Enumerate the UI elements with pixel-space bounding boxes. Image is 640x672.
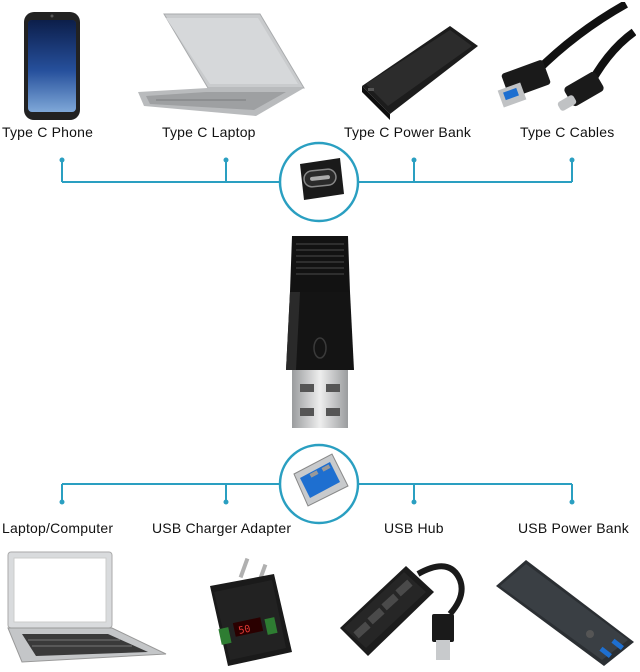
label-usb-power-bank: USB Power Bank: [518, 520, 629, 536]
label-type-c-phone: Type C Phone: [2, 124, 94, 140]
usb-c-cable-icon: [496, 2, 636, 118]
usb-c-to-usb-a-adapter: [270, 232, 370, 432]
usb-charger-icon: 50: [196, 556, 296, 668]
label-laptop-computer: Laptop/Computer: [2, 520, 114, 536]
label-usb-hub: USB Hub: [384, 520, 444, 536]
label-type-c-power-bank: Type C Power Bank: [344, 124, 472, 140]
usb-power-bank-icon: [492, 556, 638, 668]
label-type-c-laptop: Type C Laptop: [162, 124, 256, 140]
phone-icon: [22, 10, 82, 122]
laptop-computer-icon: [2, 548, 172, 666]
usb-hub-icon: [338, 556, 468, 668]
label-type-c-cables: Type C Cables: [520, 124, 615, 140]
label-usb-charger-adapter: USB Charger Adapter: [152, 520, 292, 536]
usb-a-plug-icon: [284, 448, 354, 518]
power-bank-icon: [358, 24, 480, 120]
laptop-icon: [136, 10, 306, 120]
charger-display-text: 50: [238, 624, 252, 637]
usb-c-port-icon: [286, 150, 352, 214]
